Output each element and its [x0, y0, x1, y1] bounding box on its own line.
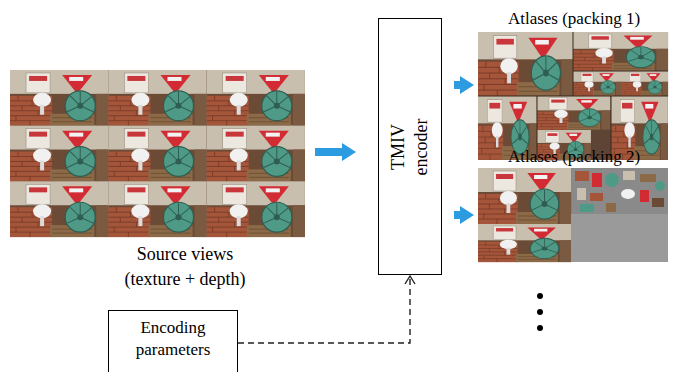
flow-arrow: [454, 76, 474, 94]
illustration-part: [10, 70, 108, 126]
arrow-shape: [454, 206, 474, 224]
illustration-part: [207, 126, 305, 182]
illustration-part: [605, 173, 619, 187]
illustration-part: [580, 204, 594, 212]
illustration-part: [10, 181, 108, 237]
illustration-part: [573, 71, 622, 96]
illustration-part: [655, 181, 665, 191]
node-label: Encoding parameters: [117, 317, 229, 361]
source-views-image: [10, 70, 305, 237]
illustration-part: [108, 70, 206, 126]
illustration-part: [207, 181, 305, 237]
illustration-part: [478, 224, 571, 262]
illustration-part: [478, 32, 573, 96]
process-box: TMIV encoder: [378, 18, 442, 275]
illustration-part: [478, 168, 668, 262]
arrow-shape: [315, 143, 356, 161]
illustration-part: [606, 203, 616, 212]
illustration-part: [478, 32, 668, 160]
illustration-part: [537, 96, 611, 130]
illustration-part: [108, 181, 206, 237]
parameter-box: Encoding parameters: [108, 310, 238, 372]
flow-arrow: [315, 143, 356, 161]
illustration-part: [478, 32, 668, 160]
image-node: Source views (texture + depth): [10, 70, 305, 292]
illustration-part: [573, 32, 668, 71]
illustration-part: [575, 171, 589, 181]
flow-arrow: [454, 206, 474, 224]
illustration-part: [640, 190, 649, 202]
illustration-part: [478, 168, 571, 224]
atlas-image-2: [478, 168, 668, 262]
illustration-part: [537, 293, 543, 299]
illustration-part: [537, 309, 543, 315]
dashed-line: [238, 276, 410, 343]
dashed-connector: [238, 276, 415, 343]
continuation-dots: [537, 293, 543, 331]
image-node: Atlases (packing 1): [478, 8, 670, 160]
illustration-part: [622, 71, 668, 96]
atlas-image-1: [478, 32, 668, 160]
illustration-part: [10, 126, 108, 182]
illustration-part: [640, 174, 656, 182]
illustration-part: [590, 193, 603, 201]
arrow-head: [405, 276, 415, 284]
illustration-part: [571, 214, 668, 262]
arrow-shape: [454, 76, 474, 94]
illustration-part: [592, 173, 602, 187]
illustration-part: [108, 126, 206, 182]
node-label: Source views (texture + depth): [110, 242, 260, 292]
image-node: Atlases (packing 2): [478, 146, 670, 262]
node-label: Atlases (packing 2): [478, 146, 670, 168]
node-label: Atlases (packing 1): [478, 8, 670, 30]
illustration-part: [207, 70, 305, 126]
illustration-part: [621, 189, 635, 199]
node-label: TMIV encoder: [387, 107, 433, 187]
illustration-part: [623, 171, 635, 180]
illustration-part: [577, 188, 586, 200]
illustration-part: [537, 325, 543, 331]
illustration-part: [652, 198, 664, 207]
